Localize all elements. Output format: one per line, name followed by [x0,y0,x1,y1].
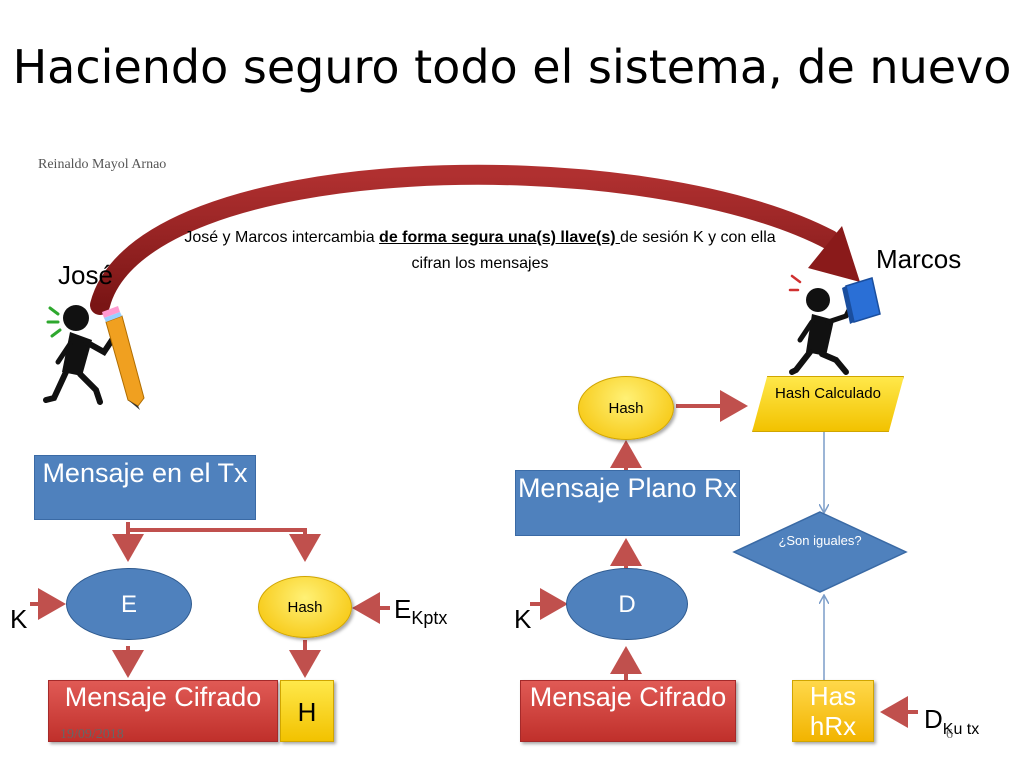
caption-text-1: José y Marcos intercambia [184,229,380,246]
tx-signing-key-base: E [394,594,412,624]
rx-key-label: K [514,604,532,634]
receiver-name: Marcos [876,244,962,274]
compare-label: ¿Son iguales? [778,533,862,548]
rx-hash-calculated-box: Hash Calculado [752,376,904,432]
sender-name: José [58,260,113,290]
arrow-split-line [128,528,321,562]
key-exchange-caption: José y Marcos intercambia de forma segur… [180,225,780,277]
tx-cipher-box: Mensaje Cifrado [48,680,278,742]
decrypt-node: D [566,568,688,640]
rx-plain-message-box: Mensaje Plano Rx [515,470,740,536]
rx-verify-key-sub: Ku tx [942,721,980,739]
rx-hash-box: Has hRx [792,680,874,742]
rx-cipher-box: Mensaje Cifrado [520,680,736,742]
person-with-book-icon [788,274,881,375]
tx-message-box: Mensaje en el Tx [34,455,256,520]
rx-hash-node: Hash [578,376,674,440]
rx-verify-key-label: DKu tx [924,704,979,739]
slide-date: 19/09/2018 [60,727,124,742]
key-exchange-arc [90,164,840,315]
caption-emphasis: de forma segura una(s) llave(s) [379,229,621,246]
tx-signing-key-label: EKptx [394,594,447,629]
compare-diamond [732,511,908,593]
encrypt-node: E [66,568,192,640]
caption-text-2: de sesión K y con ella cifran los mensaj… [411,229,776,272]
tx-key-label: K [10,604,28,634]
slide-title: Haciendo seguro todo el sistema, de nuev… [12,40,1012,94]
author-name: Reinaldo Mayol Arnao [38,157,167,172]
tx-hash-node: Hash [258,576,352,638]
rx-verify-key-base: D [924,704,943,734]
tx-hash-output-box: H [280,680,334,742]
person-with-pencil-icon [43,305,145,410]
tx-signing-key-sub: Kptx [411,608,448,629]
slide-page-number: 6 [946,727,953,742]
key-exchange-arrowhead [808,226,860,282]
